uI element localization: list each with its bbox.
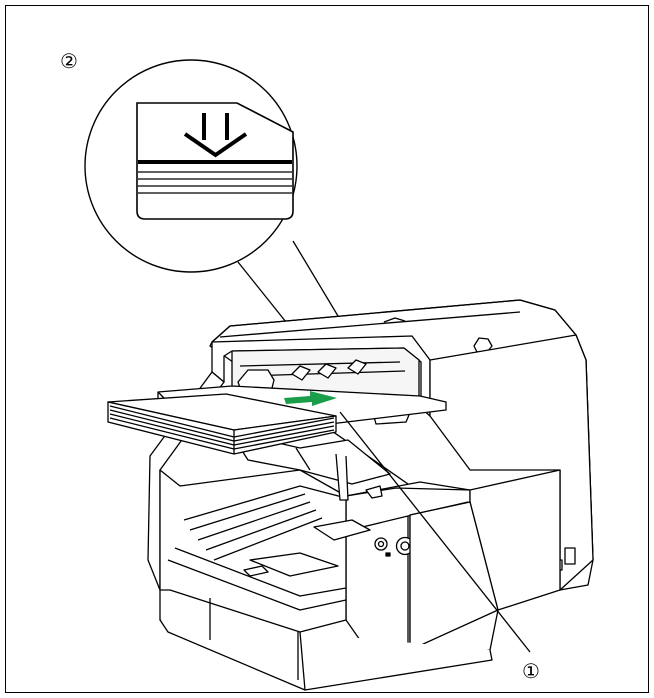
insert-direction-arrow bbox=[284, 391, 337, 406]
magnified-guide-mark bbox=[84, 59, 298, 273]
callout-2-label: ② bbox=[60, 49, 78, 73]
callout-1-label: ① bbox=[522, 659, 540, 683]
scanner bbox=[147, 299, 594, 691]
down-arrow-icon bbox=[183, 113, 248, 158]
paper-stack bbox=[107, 393, 337, 455]
callout-1-leader bbox=[339, 411, 531, 653]
